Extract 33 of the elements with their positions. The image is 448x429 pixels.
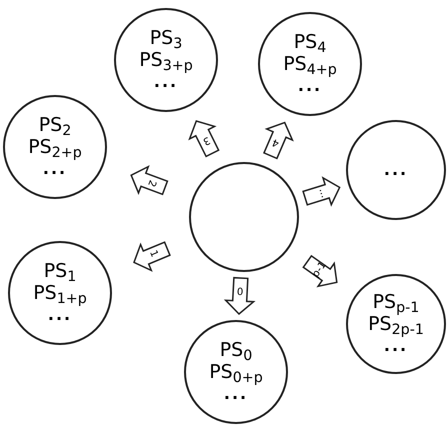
node-label: PS$_{3+p}$ [139, 49, 193, 71]
node-label: PS$_{0+p}$ [209, 361, 263, 383]
block-arrow [302, 176, 341, 207]
node-label: PS$_{2p-1}$ [368, 313, 424, 335]
ellipsis-text: ... [384, 159, 408, 181]
edge-label: p-1 [310, 260, 328, 280]
node-label: PS$_{4}$ [294, 31, 326, 53]
edge-label: 1 [148, 250, 160, 260]
node-label: PS$_{2+p}$ [28, 136, 82, 158]
node-label: PS$_{3}$ [150, 27, 182, 49]
ellipsis-text: ... [224, 384, 248, 405]
block-arrow [188, 120, 220, 158]
ellipsis-text: ... [298, 76, 322, 97]
edge-label: 0 [236, 288, 244, 298]
edge-label: ... [313, 188, 326, 200]
node-label: PS$_{p-1}$ [372, 291, 420, 313]
ellipsis-text: ... [154, 72, 178, 93]
ellipsis-text: ... [48, 305, 72, 326]
block-arrow [302, 254, 338, 288]
block-arrow [130, 165, 168, 196]
edge-label: 3 [200, 134, 211, 146]
ellipsis-text: ... [42, 159, 68, 180]
edge-label: 2 [145, 178, 157, 188]
node-label: PS$_{1+p}$ [33, 282, 87, 304]
block-arrow [133, 241, 171, 272]
ellipsis-text: ... [384, 336, 408, 357]
block-arrow [224, 276, 256, 316]
node-label: PS$_{2}$ [38, 114, 72, 136]
node-label: PS$_{1}$ [44, 260, 76, 282]
edge-label: 4 [271, 136, 282, 148]
node-label: PS$_{4+p}$ [283, 53, 337, 75]
node-label: PS$_{0}$ [220, 339, 252, 361]
block-arrow [263, 122, 294, 160]
